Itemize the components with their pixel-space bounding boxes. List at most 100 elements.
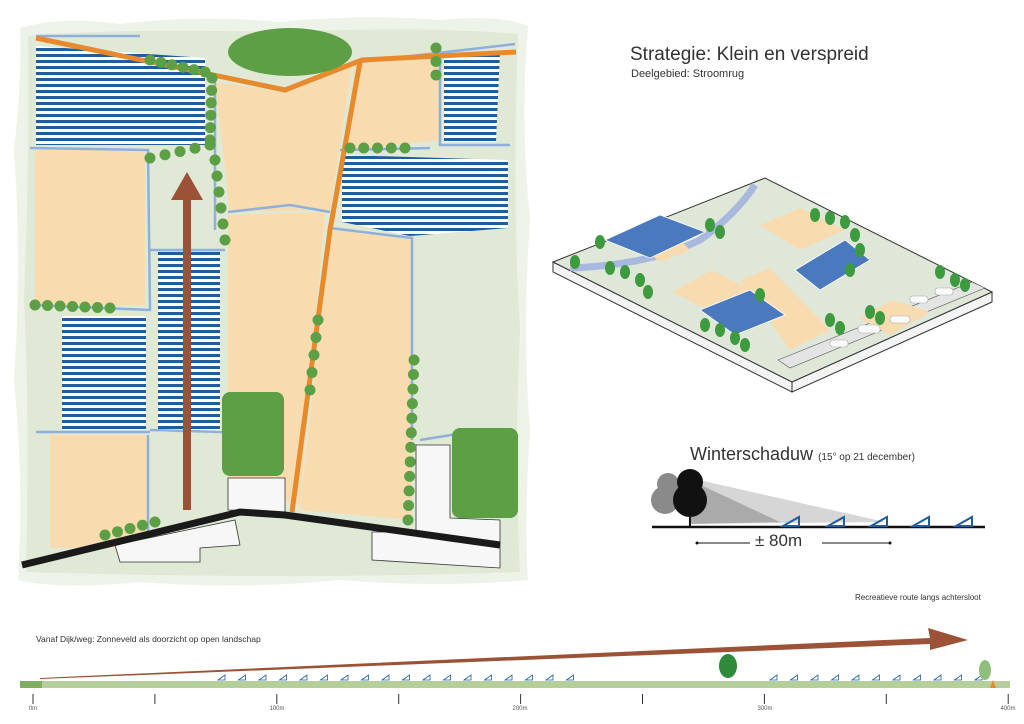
solar-panel-icon — [830, 674, 839, 681]
tree-block — [452, 428, 518, 518]
scale-label: 100m — [269, 706, 285, 712]
tree-icon — [219, 234, 231, 246]
tree-icon — [144, 54, 156, 66]
solar-panel-icon — [462, 674, 472, 681]
tree-icon — [855, 243, 865, 257]
winter-shadow-title: Winterschaduw (15° op 21 december) — [690, 444, 915, 465]
tree-icon — [67, 301, 78, 312]
scale-label: 0m — [28, 706, 38, 712]
tree-icon — [875, 311, 885, 325]
isometric-view — [551, 177, 994, 393]
building — [227, 477, 286, 513]
solar-panel-icon — [216, 674, 226, 681]
view-label: Vanaf Dijk/weg: Zonneveld als doorzicht … — [36, 634, 261, 644]
tree-icon — [935, 265, 945, 279]
tree-icon — [206, 72, 218, 84]
iso-buildings — [829, 287, 954, 348]
distance-label: ± 80m — [755, 531, 803, 550]
tree-icon — [149, 516, 161, 528]
solar-panel-icon — [257, 674, 267, 681]
tree-icon — [408, 354, 420, 366]
tree-icon — [825, 211, 835, 225]
tree-rows — [29, 42, 442, 541]
scale-ticks — [32, 694, 1009, 704]
tree-icon — [635, 273, 645, 287]
tree-icon — [304, 384, 316, 396]
route-marker — [990, 680, 996, 688]
tree-icon — [605, 261, 615, 275]
sightline-arrow — [40, 628, 968, 679]
tree-icon — [404, 470, 416, 482]
solar-panel-icon — [483, 674, 492, 681]
tree-icon — [358, 142, 370, 154]
scale-label: 300m — [757, 706, 773, 712]
tree-icon — [755, 288, 765, 302]
solar-panel-icon — [421, 674, 431, 681]
tree-icon — [430, 69, 442, 81]
tree-icon — [810, 208, 820, 222]
scale-label: 400m — [1000, 706, 1016, 712]
tree-icon — [310, 332, 322, 343]
solar-panel-icon — [824, 515, 845, 527]
tree-icon — [372, 142, 383, 154]
tree-icon — [719, 654, 737, 678]
tree-icon — [430, 56, 442, 67]
page-subtitle: Deelgebied: Stroomrug — [631, 68, 745, 80]
route-label: Recreatieve route langs achtersloot — [855, 593, 981, 602]
winter-shadow-diagram — [651, 469, 985, 545]
shadow-panels — [779, 515, 973, 527]
tree-icon — [211, 170, 223, 182]
tree-icon — [430, 42, 442, 54]
solar-panel-icon — [809, 674, 819, 681]
solar-field — [342, 155, 508, 236]
orange-road-south — [289, 61, 363, 513]
solar-panel-icon — [912, 674, 921, 681]
solar-panel-icon — [867, 515, 888, 527]
page-title: Strategie: Klein en verspreid — [630, 44, 869, 65]
solar-panel-icon — [871, 674, 880, 681]
tree-icon — [137, 519, 148, 531]
tree-icon — [159, 149, 171, 161]
tree-icon — [740, 338, 750, 352]
solar-panel-icon — [909, 515, 930, 527]
field — [300, 228, 412, 520]
solar-panel-icon — [503, 674, 513, 681]
tree-icon — [865, 305, 875, 319]
tree-block — [222, 392, 284, 476]
tree-icon — [840, 215, 850, 229]
solar-panel-icon — [278, 674, 287, 681]
solar-panel-icon — [565, 674, 574, 681]
tree-icon — [407, 369, 419, 381]
tree-icon — [177, 61, 189, 73]
tree-icon — [188, 64, 200, 76]
view-arrow — [171, 172, 203, 510]
tree-icon — [206, 84, 218, 96]
solar-panel-icon — [319, 674, 328, 681]
tree-icon — [155, 56, 167, 68]
tree-icon — [402, 514, 414, 526]
tree-icon — [344, 142, 356, 154]
tree-icon — [385, 142, 397, 154]
tree-icon — [570, 255, 580, 269]
tree-icon — [189, 142, 201, 154]
solar-field — [62, 316, 146, 430]
tree-icon — [403, 499, 415, 511]
solar-panel-icon — [442, 674, 451, 681]
tree-icon — [705, 218, 715, 232]
tree-icon — [99, 529, 111, 541]
tree-icon — [204, 139, 216, 151]
tree-icon — [399, 142, 411, 154]
tree-icon — [404, 456, 416, 468]
tree-icon — [405, 441, 417, 453]
solar-panel-icon — [380, 674, 390, 681]
tree-icon — [950, 273, 960, 287]
solar-panel-icon — [524, 674, 533, 681]
tree-icon — [825, 313, 835, 327]
site-map — [14, 17, 530, 586]
tree-icon — [715, 225, 725, 239]
ground-strip — [20, 681, 1010, 688]
tree-icon — [595, 235, 605, 249]
solar-panel-icon — [768, 674, 778, 681]
tree-icon — [112, 526, 123, 538]
solar-panel-icon — [789, 674, 798, 681]
